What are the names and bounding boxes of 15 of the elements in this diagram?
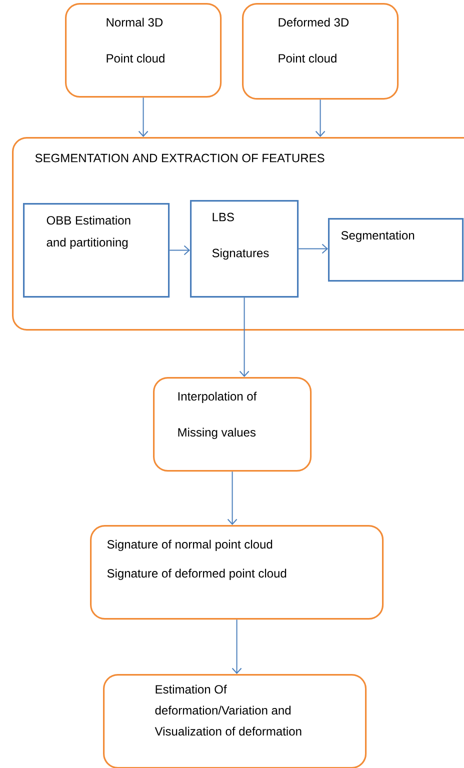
process-box: Segmentation bbox=[328, 218, 464, 282]
arrow bbox=[239, 297, 250, 377]
process-box: Normal 3D Point cloud bbox=[65, 3, 222, 98]
arrow bbox=[227, 471, 238, 525]
process-box: Signature of normal point cloud Signature of deformed point cloud bbox=[90, 525, 384, 620]
arrow bbox=[138, 97, 148, 137]
arrow bbox=[315, 99, 326, 137]
arrow bbox=[298, 244, 328, 254]
process-box: Interpolation of Missing values bbox=[153, 377, 312, 472]
process-box: LBS Signatures bbox=[190, 200, 299, 298]
process-box: Estimation Of deformation/Variation and Visualization of deformation bbox=[103, 674, 367, 768]
arrow bbox=[169, 245, 190, 256]
process-box: Deformed 3D Point cloud bbox=[242, 3, 399, 100]
process-box: OBB Estimation and partitioning bbox=[23, 203, 170, 298]
arrow bbox=[232, 619, 242, 674]
